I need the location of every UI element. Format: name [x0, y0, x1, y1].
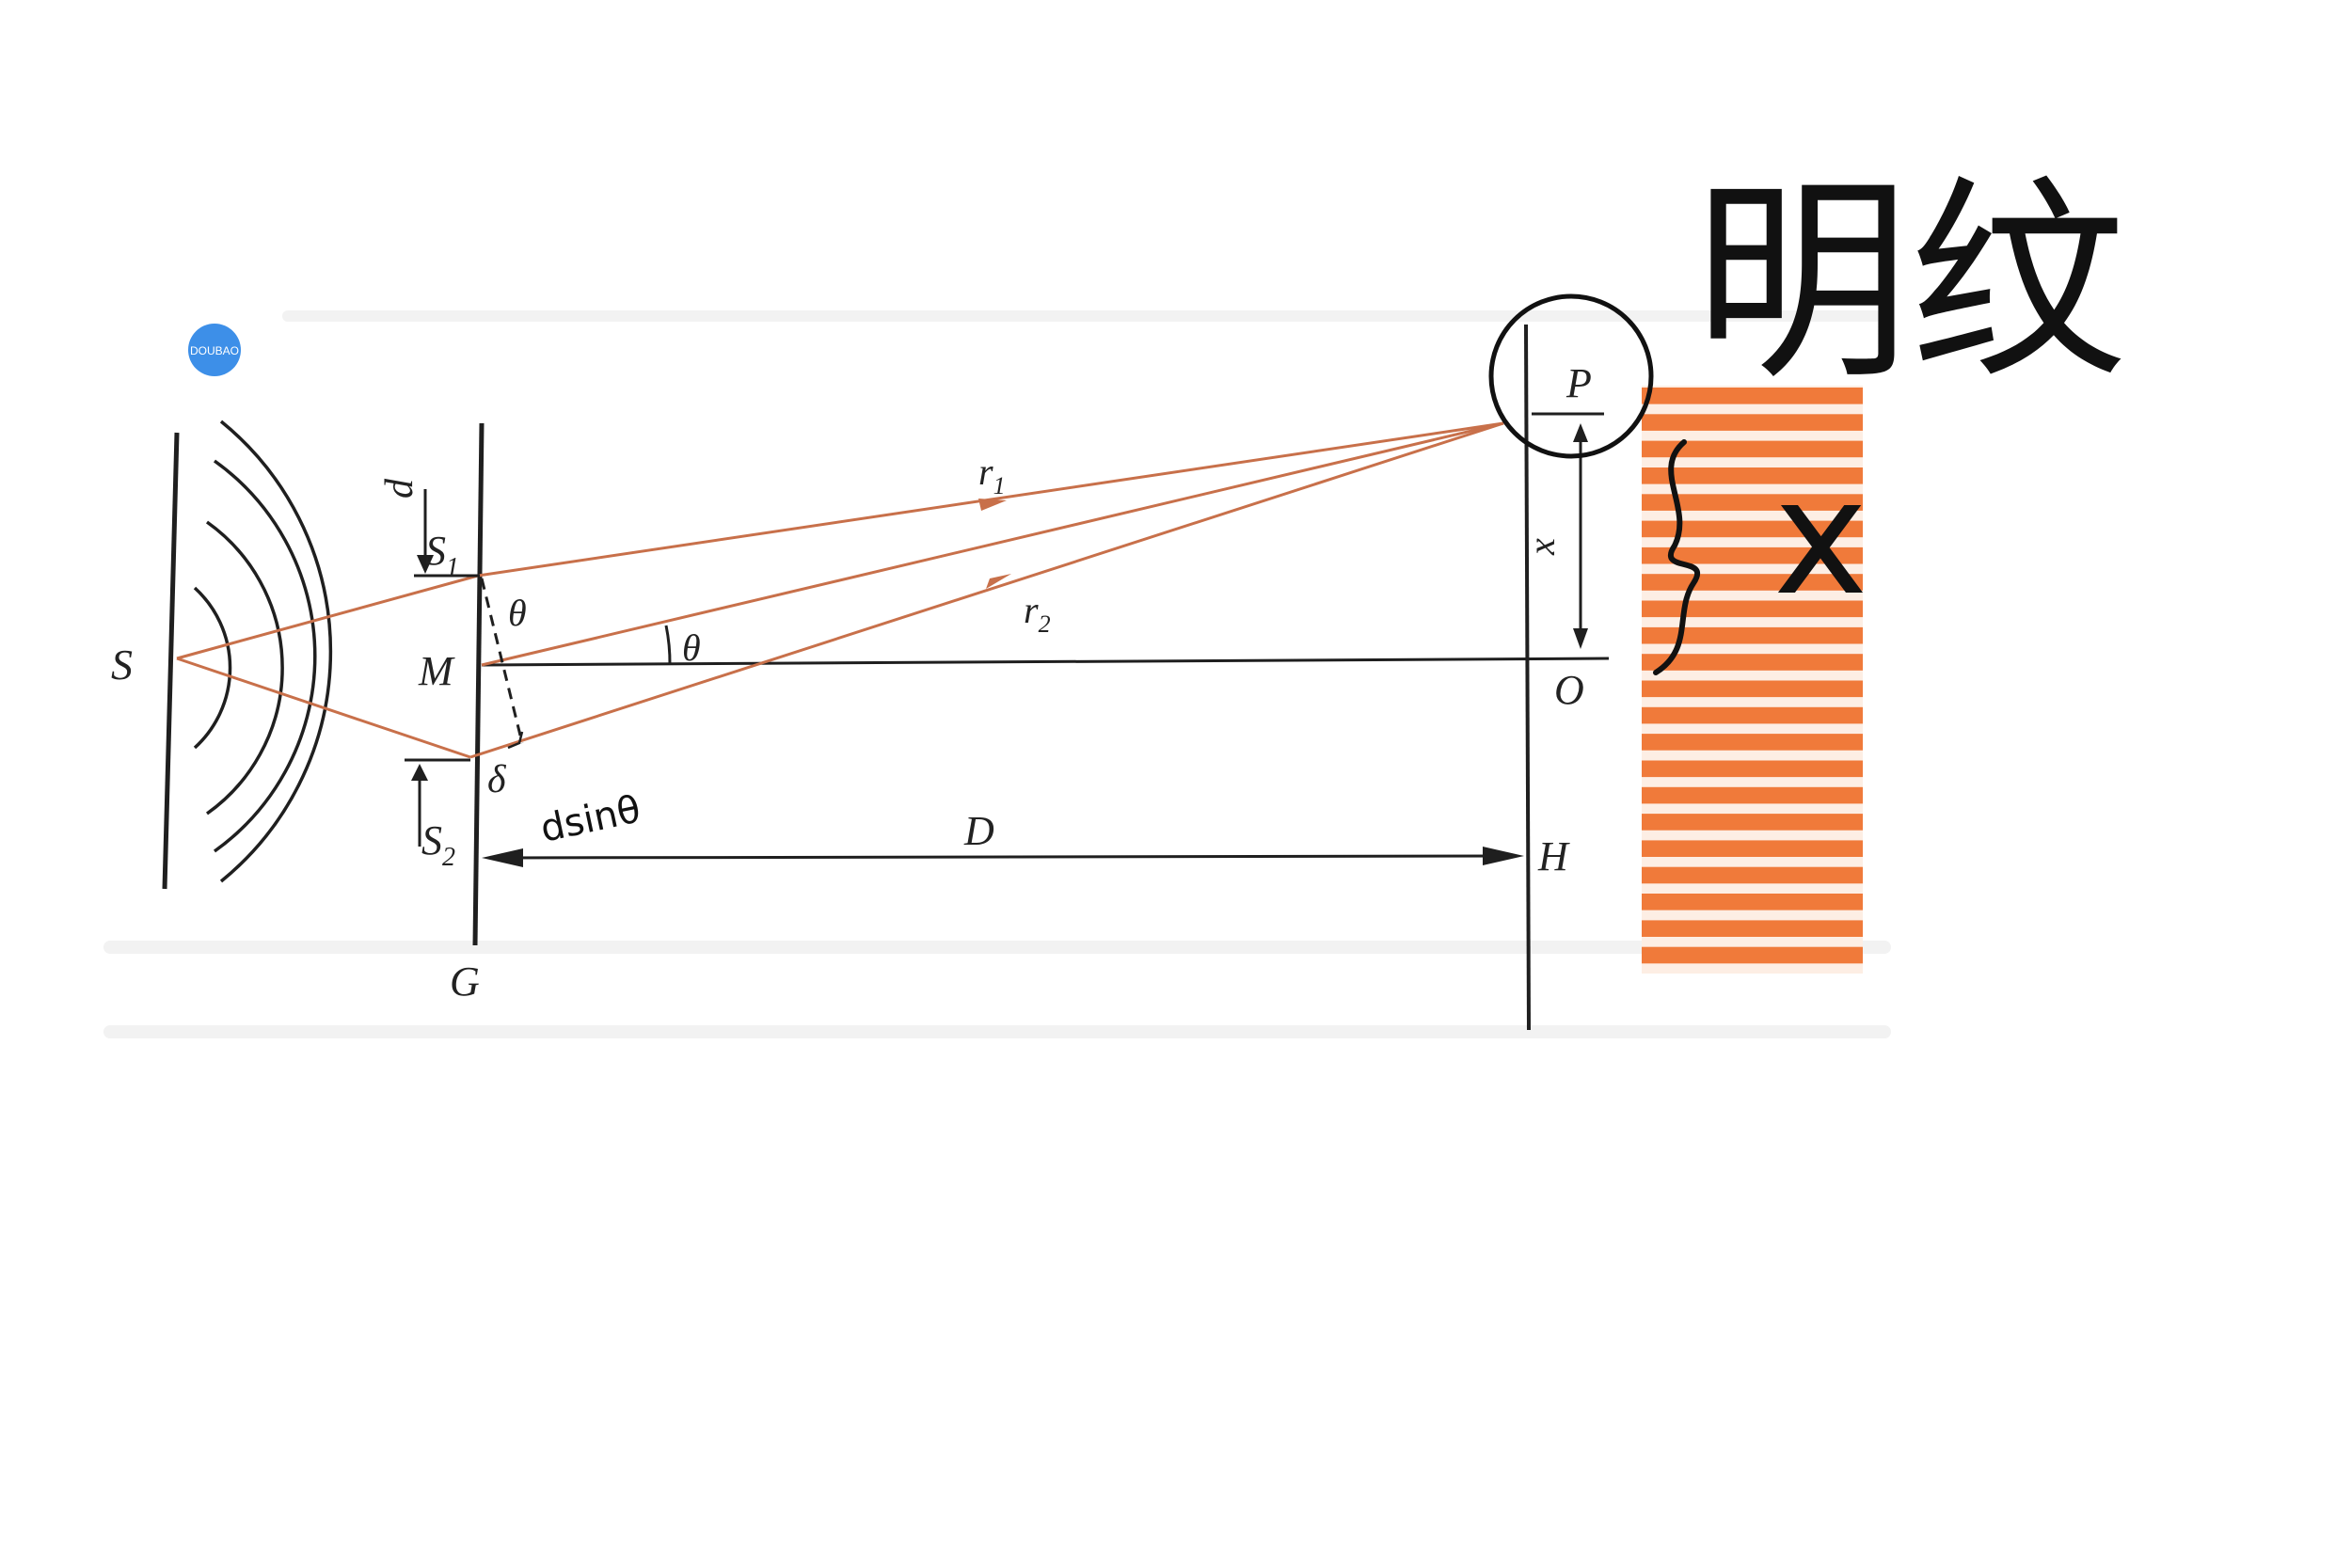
fringe-band	[1642, 894, 1863, 911]
wavefront-arcs	[193, 420, 333, 883]
wavefront-arc-4	[219, 420, 333, 883]
label-d: d	[378, 478, 421, 499]
label-S2: S2	[421, 817, 455, 872]
label-S2-main: S	[421, 817, 442, 863]
source-barrier	[162, 432, 180, 890]
ray-r1-arrow	[978, 499, 1007, 511]
handwritten-brace	[1653, 439, 1701, 675]
fringe-band	[1642, 680, 1863, 698]
handwritten-path-difference: dsinθ	[537, 788, 644, 851]
label-theta-center: θ	[682, 626, 701, 669]
label-r2: r2	[1024, 589, 1051, 638]
label-G: G	[450, 958, 480, 1005]
handwritten-circle-around-p	[1488, 293, 1654, 459]
screen	[1524, 324, 1531, 1031]
ray-source-to-s2	[176, 657, 471, 759]
fringe-band	[1642, 814, 1863, 831]
fringe-band	[1642, 734, 1863, 751]
badge-circle	[188, 324, 241, 376]
handwritten-fringe-spacing: x	[1773, 445, 1868, 631]
right-angle-mark	[507, 731, 524, 750]
fringe-band	[1642, 494, 1863, 511]
badge-label: DOUBAO	[190, 344, 239, 357]
fringe-band	[1642, 626, 1863, 644]
slit-separation-marker	[405, 489, 480, 847]
label-S1-main: S	[425, 528, 446, 574]
d-distance-right-head	[1483, 847, 1524, 865]
ray-m-to-p	[481, 421, 1504, 667]
perpendicular-dashed	[480, 578, 524, 744]
fringe-band	[1642, 706, 1863, 724]
ray-r2-arrow	[986, 574, 1011, 589]
d-arrow-bottom-head	[411, 764, 428, 781]
fringe-pattern	[1642, 388, 1863, 964]
d-arrow-top-head	[417, 555, 434, 574]
label-S1-sub: 1	[446, 553, 459, 582]
label-S2-sub: 2	[442, 843, 455, 872]
label-r1: r1	[978, 451, 1006, 499]
label-S1: S1	[425, 528, 459, 582]
fringe-offset-marker	[1532, 412, 1604, 649]
theta-arc-center	[664, 625, 672, 666]
fringe-band	[1642, 414, 1863, 431]
ray-source-to-s1	[176, 574, 479, 660]
fringe-band	[1642, 600, 1863, 618]
fringe-band	[1642, 946, 1863, 964]
label-H: H	[1537, 833, 1570, 879]
slit-barrier	[472, 422, 485, 946]
rays	[176, 421, 1504, 759]
label-O: O	[1554, 667, 1584, 713]
fringe-band	[1642, 840, 1863, 857]
label-r1-main: r	[978, 451, 993, 493]
fringe-band	[1642, 920, 1863, 937]
distance-marker	[482, 847, 1524, 867]
label-r2-main: r	[1024, 589, 1039, 631]
faint-background-text	[103, 310, 1891, 1038]
ray-arrows	[978, 499, 1011, 589]
label-S: S	[111, 641, 133, 689]
label-r2-sub: 2	[1039, 610, 1051, 638]
fringe-band	[1642, 467, 1863, 484]
label-x: x	[1520, 538, 1563, 556]
label-theta-slit: θ	[508, 592, 527, 634]
fringe-band	[1642, 654, 1863, 671]
app-badge: DOUBAO	[188, 324, 241, 376]
label-r1-sub: 1	[993, 472, 1006, 499]
label-D: D	[963, 808, 994, 854]
x-arrow-top-head	[1573, 423, 1588, 442]
wavefront-arc-3	[213, 459, 317, 853]
label-delta: δ	[487, 758, 507, 801]
label-P: P	[1565, 360, 1592, 406]
handwritten-annotations: 明纹 dsinθ x	[537, 158, 2127, 851]
fringe-band	[1642, 440, 1863, 458]
handwritten-title: 明纹	[1693, 158, 2126, 409]
fringe-band	[1642, 760, 1863, 778]
label-M: M	[418, 648, 455, 694]
fringe-band	[1642, 546, 1863, 564]
ray-r2	[469, 421, 1504, 759]
x-arrow-bottom-head	[1573, 628, 1588, 649]
fringe-band	[1642, 786, 1863, 804]
d-distance-shaft	[498, 854, 1506, 860]
central-axis	[481, 657, 1610, 667]
d-distance-left-head	[482, 848, 523, 867]
wavefront-arc-2	[205, 520, 284, 816]
fringe-band	[1642, 866, 1863, 884]
fringe-band	[1642, 388, 1863, 404]
fringe-band	[1642, 520, 1863, 538]
wavefront-arc-1	[193, 586, 232, 750]
